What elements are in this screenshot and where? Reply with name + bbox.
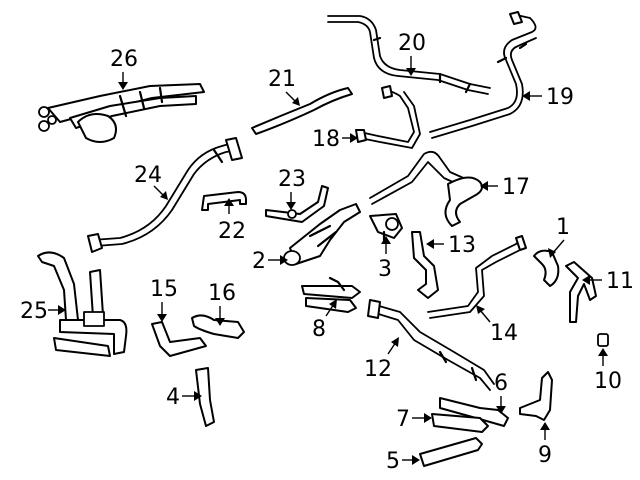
svg-text:26: 26 (110, 47, 138, 72)
callout-20: 20 (398, 31, 426, 76)
callout-6: 6 (494, 371, 508, 414)
svg-text:4: 4 (166, 385, 180, 410)
svg-text:7: 7 (396, 407, 410, 432)
callout-19: 19 (522, 85, 574, 110)
part-9-hose (519, 371, 553, 421)
callout-15: 15 (150, 277, 178, 322)
part-1-hose (533, 249, 560, 287)
part-26-coolant-manifold (38, 83, 205, 143)
part-8-hose-assembly (301, 276, 361, 313)
part-16-hose (191, 314, 245, 339)
callout-3: 3 (378, 236, 392, 282)
part-25-hose-assembly (37, 251, 128, 357)
part-11-hose (565, 261, 597, 323)
svg-text:19: 19 (546, 85, 574, 110)
callout-4: 4 (166, 385, 202, 410)
callout-25: 25 (20, 299, 66, 324)
callout-5: 5 (386, 449, 420, 474)
part-18-pipe (355, 85, 421, 149)
part-20-pipe (327, 15, 491, 95)
part-17-pipe (369, 150, 483, 227)
callout-24: 24 (134, 163, 168, 200)
svg-text:10: 10 (594, 369, 622, 394)
callout-1: 1 (548, 215, 570, 258)
callout-9: 9 (538, 422, 552, 468)
svg-text:12: 12 (364, 357, 392, 382)
svg-text:22: 22 (218, 219, 246, 244)
svg-text:17: 17 (502, 175, 530, 200)
callout-22: 22 (218, 198, 246, 244)
svg-text:2: 2 (252, 249, 266, 274)
callout-13: 13 (426, 233, 476, 258)
svg-text:11: 11 (606, 269, 634, 294)
svg-text:15: 15 (150, 277, 178, 302)
svg-text:20: 20 (398, 31, 426, 56)
callout-21: 21 (268, 67, 300, 106)
callout-26: 26 (110, 47, 138, 90)
part-14-pipe (427, 235, 527, 319)
part-5-hose (419, 437, 483, 467)
part-7-hose (431, 413, 489, 433)
svg-text:14: 14 (490, 321, 518, 346)
callout-7: 7 (396, 407, 432, 432)
part-24-coolant-pipe (87, 137, 243, 253)
svg-text:24: 24 (134, 163, 162, 188)
callout-10: 10 (594, 348, 622, 394)
svg-text:13: 13 (448, 233, 476, 258)
svg-text:5: 5 (386, 449, 400, 474)
part-19-pipe (429, 11, 537, 139)
callout-16: 16 (208, 281, 236, 326)
part-13-pipe (411, 231, 439, 299)
callout-18: 18 (312, 127, 358, 152)
callout-8: 8 (312, 299, 337, 342)
part-3-thermostat (369, 213, 403, 242)
svg-text:6: 6 (494, 371, 508, 396)
svg-text:25: 25 (20, 299, 48, 324)
svg-text:16: 16 (208, 281, 236, 306)
part-15-hose (151, 321, 207, 357)
svg-text:1: 1 (556, 215, 570, 240)
svg-text:3: 3 (378, 257, 392, 282)
part-4-hose (195, 367, 215, 427)
part-22-hose (201, 191, 247, 211)
callout-2: 2 (252, 249, 288, 274)
callout-11: 11 (582, 269, 634, 294)
callout-14: 14 (476, 305, 518, 346)
part-10-plug (597, 333, 609, 347)
part-21-hose (251, 87, 353, 135)
part-6-hose (439, 397, 509, 427)
part-23-pipe (265, 185, 329, 223)
callout-17: 17 (480, 175, 530, 200)
callout-23: 23 (278, 167, 306, 210)
svg-text:9: 9 (538, 443, 552, 468)
svg-text:23: 23 (278, 167, 306, 192)
svg-text:8: 8 (312, 317, 326, 342)
svg-text:21: 21 (268, 67, 296, 92)
svg-text:18: 18 (312, 127, 340, 152)
part-12-pipe (367, 299, 495, 391)
callout-12: 12 (364, 337, 399, 382)
